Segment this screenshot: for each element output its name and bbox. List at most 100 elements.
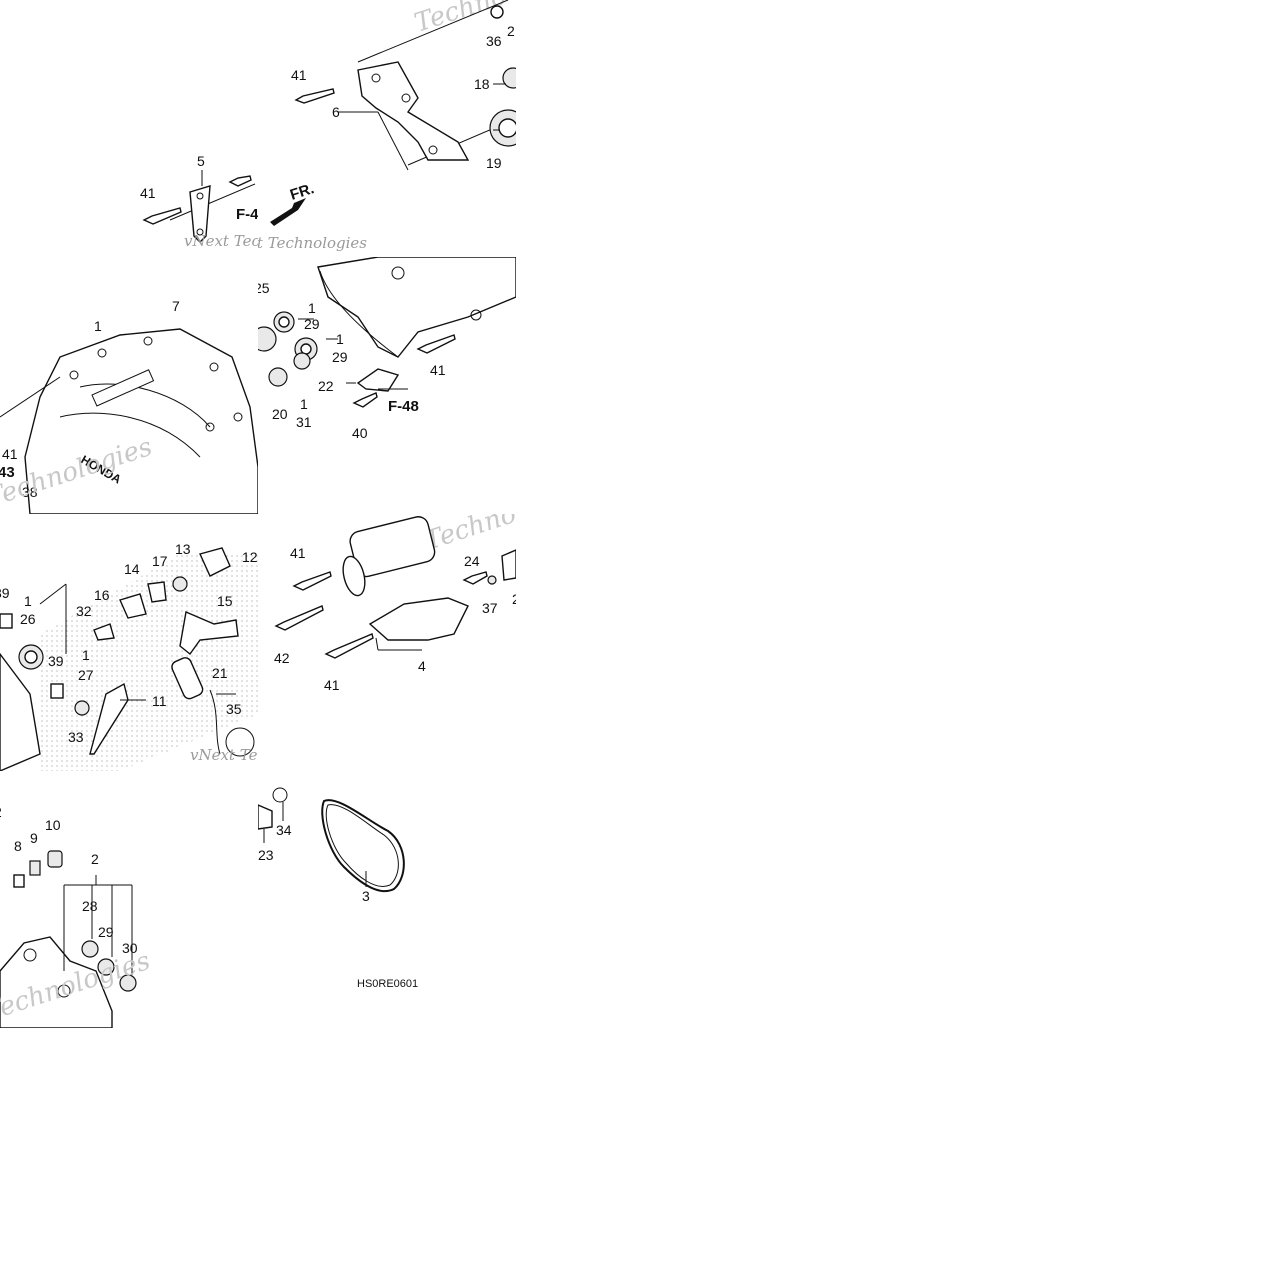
bolt-24 [462, 571, 488, 585]
watermark-vnext: vNext Technologies [190, 746, 258, 764]
callout-32: 32 [76, 603, 92, 619]
callout-22: 22 [318, 378, 334, 394]
callout-17: 17 [152, 553, 168, 569]
washer-36 [490, 5, 504, 19]
callout-7: 7 [172, 298, 180, 314]
callout-1: 1 [24, 593, 32, 609]
cover-4 [368, 597, 469, 641]
tile-oil-pump: 2 8 9 10 2 28 29 30 Technologies [0, 771, 258, 1028]
plate-drawing: 41 5 F-4 vNext Technologies [140, 153, 258, 250]
tile-plate: 41 5 F-4 vNext Technologies [130, 140, 258, 257]
bolt [292, 571, 332, 591]
bolt-8 [13, 874, 25, 888]
callout-30: 30 [122, 940, 138, 956]
plug-10 [47, 850, 63, 868]
motor-drawing: Techno 41 24 2 37 42 4 41 [274, 514, 516, 693]
housing [317, 257, 516, 358]
bearing-29 [97, 958, 115, 976]
callout-37: 37 [482, 600, 498, 616]
bolt [142, 207, 182, 225]
callout-38: 38 [22, 484, 38, 500]
gear [258, 326, 277, 352]
oil-pump-drawing: 2 8 9 10 2 28 29 30 Technologies [0, 804, 154, 1028]
diagram-code: HS0RE0601 [357, 978, 419, 990]
callout-12: 12 [242, 549, 258, 565]
front-arrow [270, 198, 306, 226]
callout-41: 41 [430, 362, 446, 378]
callout-23: 23 [258, 847, 274, 863]
callout-25: 25 [258, 280, 270, 296]
sensor-21 [171, 657, 204, 700]
bearing-30 [119, 974, 137, 992]
callout-2: 2 [91, 851, 99, 867]
callout-16: 16 [94, 587, 110, 603]
dipstick-11 [89, 682, 129, 755]
callout-14: 14 [124, 561, 140, 577]
connector [501, 549, 516, 581]
callout-2: 2 [512, 591, 516, 607]
bracket-gears-drawing: Techno 41 6 36 2 18 19 FR. vNext Technol [258, 0, 516, 252]
seal-27 [74, 700, 90, 716]
callout-1: 1 [300, 396, 308, 412]
callout-34: 34 [276, 822, 292, 838]
callout-27: 27 [78, 667, 94, 683]
oil-pump-body [0, 936, 113, 1028]
tile-shift-parts: 39 1 26 32 16 14 17 13 12 15 1 39 27 11 … [0, 514, 258, 771]
switch-16 [93, 623, 115, 641]
callout-13: 13 [175, 541, 191, 557]
starter-motor [349, 516, 436, 578]
tile-bearings: 25 1 29 1 29 22 20 1 31 41 F-48 40 [258, 257, 516, 514]
callout-41: 41 [290, 545, 306, 561]
plate-5 [189, 185, 211, 243]
bolt-40 [352, 392, 378, 408]
callout-39: 39 [0, 585, 10, 601]
callout-41: 41 [140, 185, 156, 201]
mounting-bracket [357, 61, 470, 161]
tile-gasket: 34 23 3 [258, 771, 516, 1028]
callout-41: 41 [291, 67, 307, 83]
bolt [228, 175, 252, 187]
gear-20 [268, 367, 288, 387]
callout-41: 41 [324, 677, 340, 693]
callout-1: 1 [308, 300, 316, 316]
callout-3: 3 [362, 888, 370, 904]
callout-10: 10 [45, 817, 61, 833]
callout-1: 1 [336, 331, 344, 347]
sensor-23 [258, 804, 273, 830]
cover-7 [24, 328, 258, 514]
callout-19: 19 [486, 155, 502, 171]
callout-4: 4 [418, 658, 426, 674]
callout-29: 29 [98, 924, 114, 940]
callout-36: 36 [486, 33, 502, 49]
callout-2: 2 [0, 804, 2, 820]
ref-f48: F-48 [388, 398, 419, 415]
cap-12 [199, 547, 231, 577]
tile-bracket-gears: Techno 41 6 36 2 18 19 FR. vNext Technol [258, 0, 516, 257]
callout-41: 41 [2, 446, 18, 462]
callout-26: 26 [20, 611, 36, 627]
spring-9 [29, 860, 41, 876]
callout-11: 11 [152, 693, 167, 709]
callout-8: 8 [14, 838, 22, 854]
callout-21: 21 [212, 665, 228, 681]
oring-34 [272, 787, 288, 803]
ref-f43: 43 [0, 464, 15, 481]
bracket-22 [356, 368, 400, 392]
callout-1: 1 [94, 318, 102, 334]
dowel-39 [50, 683, 64, 699]
washer-37 [487, 575, 497, 585]
callout-24: 24 [464, 553, 480, 569]
callout-9: 9 [30, 830, 38, 846]
bolt [324, 633, 374, 659]
dowel-39 [0, 613, 13, 629]
bearings-drawing: 25 1 29 1 29 22 20 1 31 41 F-48 40 [258, 257, 516, 441]
arm-15 [179, 611, 239, 656]
callout-39: 39 [48, 653, 64, 669]
callout-33: 33 [68, 729, 84, 745]
gasket-3 [321, 799, 405, 892]
callout-20: 20 [272, 406, 288, 422]
bolt-41 [416, 334, 456, 354]
callout-1: 1 [82, 647, 90, 663]
tile-motor: Techno 41 24 2 37 42 4 41 [258, 514, 516, 771]
